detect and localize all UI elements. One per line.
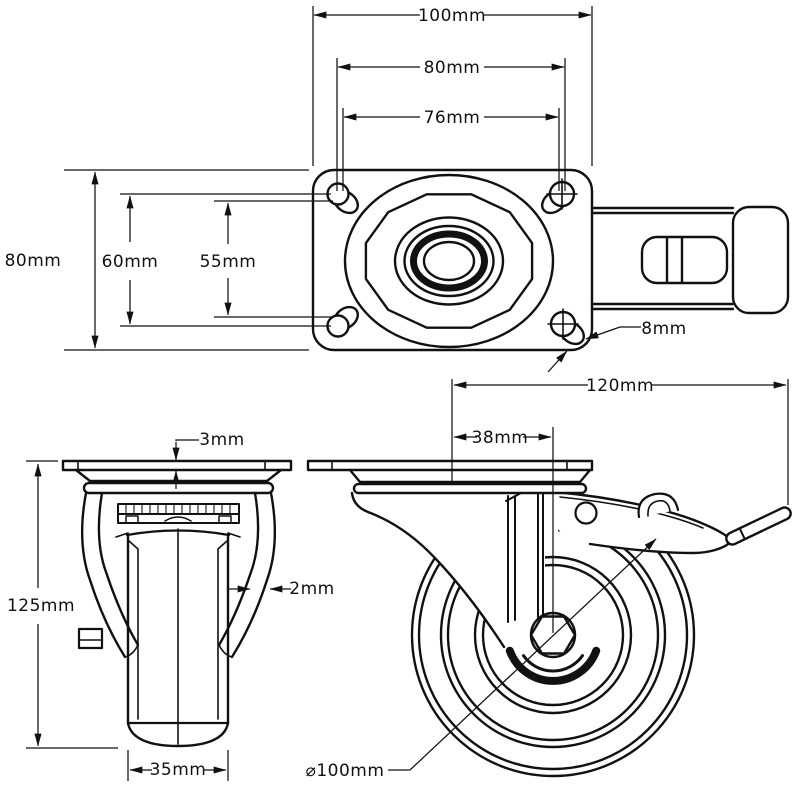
front-swivel-flange (74, 468, 283, 483)
dim-label-plate-thickness: 3mm (199, 430, 244, 450)
front-wheel (115, 528, 241, 748)
dim-label-swivel-offset: 38mm (472, 428, 529, 448)
fork-front-edge (350, 491, 506, 649)
side-view (306, 459, 792, 778)
swivel-race-polygon (364, 193, 534, 329)
brake-housing-top-view (590, 205, 790, 315)
dim-label-overall-length: 120mm (586, 376, 654, 396)
top-view-dimensions: 100mm 80mm 76mm 80mm 60mm 55mm 8mm (5, 6, 686, 373)
side-plate (306, 459, 594, 472)
side-fork-and-housing (350, 489, 734, 685)
brake-release-lever (637, 492, 680, 519)
top-view (311, 168, 790, 352)
front-plate (61, 459, 293, 472)
brake-pedal-side (725, 506, 792, 546)
dim-plate-thickness-leader (172, 439, 199, 489)
bolt-hole-top-left (326, 182, 359, 215)
dim-label-wheel-width: 35mm (150, 760, 207, 780)
front-view (61, 459, 293, 748)
side-swivel-flange (348, 468, 592, 484)
brake-pedal-pad-top (731, 205, 790, 315)
dim-bolt-hole-leader (547, 326, 641, 373)
dim-label-bolt-pitch-outer: 60mm (102, 252, 159, 272)
dim-label-overall-height: 125mm (7, 596, 75, 616)
dim-label-plate-depth: 80mm (5, 251, 62, 271)
swivel-bearing-rings (343, 173, 555, 349)
extension-lines-front (26, 460, 229, 781)
front-view-dimensions: 3mm 2mm 125mm 35mm (7, 430, 334, 781)
pivot-bolt-hole (574, 501, 598, 525)
dim-label-plate-width: 100mm (418, 6, 486, 26)
dim-label-wheel-diameter: ⌀100mm (306, 761, 385, 781)
extension-lines-side (451, 379, 789, 633)
housing-bottom-edge (588, 539, 734, 555)
side-swivel-ring (352, 482, 588, 495)
fork-strap (505, 492, 544, 623)
bolt-hole-bottom-right (547, 308, 585, 346)
hub-shadow-arc (505, 646, 601, 685)
dim-label-bolt-pitch-inner: 55mm (200, 252, 257, 272)
dim-label-fork-thickness: 2mm (289, 579, 334, 599)
front-swivel-ring (82, 481, 275, 495)
mounting-plate (311, 168, 594, 352)
bolt-hole-top-right (541, 178, 578, 215)
brake-latch (640, 235, 729, 285)
front-brake-tab (77, 627, 104, 650)
side-view-dimensions: 120mm 38mm ⌀100mm (306, 376, 789, 781)
dim-label-bolt-span-outer: 80mm (424, 58, 481, 78)
extension-lines-top (64, 6, 593, 351)
front-bearing-crown (117, 503, 240, 524)
dim-label-bolt-hole: 8mm (641, 319, 686, 339)
dim-label-bolt-span-inner: 76mm (424, 108, 481, 128)
dim-wheel-diameter-leader (388, 538, 657, 771)
